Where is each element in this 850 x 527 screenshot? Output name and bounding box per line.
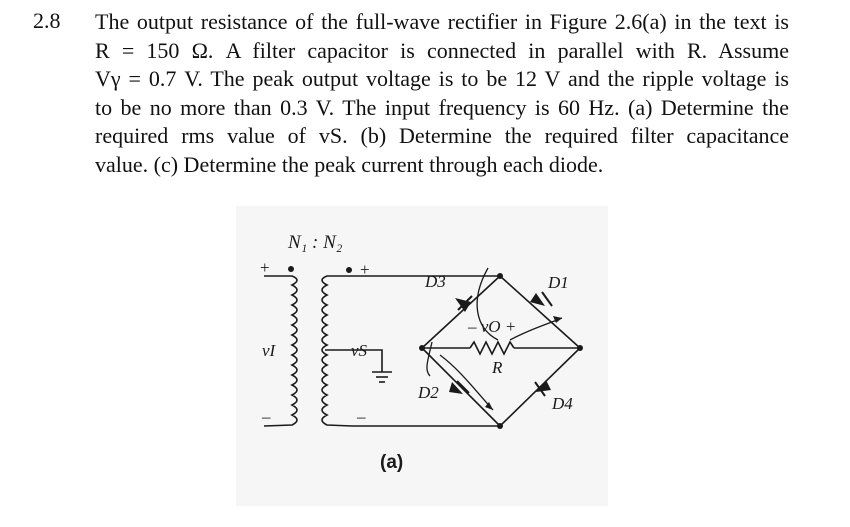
secondary-minus-label: –: [356, 407, 366, 426]
label-d3: D3: [424, 272, 446, 291]
arrow-head-1: [553, 316, 562, 323]
bridge-wiring: [352, 275, 581, 427]
secondary-plus-label: +: [360, 260, 370, 279]
arrow-head-2: [485, 402, 493, 410]
node-right: [577, 345, 583, 351]
problem-number: 2.8: [33, 8, 61, 33]
secondary-dot: [346, 267, 352, 273]
problem-line-3: Vγ = 0.7 V. The peak output voltage is t…: [95, 66, 789, 91]
primary-voltage-label: vI: [262, 341, 277, 360]
primary-winding: [263, 275, 298, 427]
figure-background: [236, 206, 608, 506]
figure-caption: (a): [380, 452, 403, 473]
node-bottom: [497, 423, 503, 429]
problem-line-5: required rms value of vS. (b) Determine …: [95, 123, 789, 148]
diode-d4-symbol: [534, 380, 551, 397]
problem-statement: The output resistance of the full-wave r…: [95, 8, 789, 179]
label-d4: D4: [551, 394, 573, 413]
output-voltage-label: – vO +: [467, 317, 516, 336]
label-d1: D1: [547, 273, 569, 292]
secondary-winding: [321, 275, 353, 427]
diode-d1-symbol: [530, 291, 553, 307]
primary-minus-label: –: [261, 407, 271, 426]
node-top: [497, 273, 503, 279]
ground-symbol: [325, 349, 392, 383]
problem-line-6: value. (c) Determine the peak current th…: [95, 151, 604, 177]
problem-line-1: The output resistance of the full-wave r…: [95, 9, 789, 34]
resistor-label: R: [491, 358, 503, 377]
diode-d3-symbol: [455, 295, 473, 312]
turns-ratio-label: N₁ : N₂: [287, 232, 343, 253]
primary-dot: [288, 266, 294, 272]
label-d2: D2: [417, 383, 439, 402]
node-left: [419, 345, 425, 351]
problem-line-4: to be no more than 0.3 V. The input freq…: [95, 94, 789, 120]
diode-d2-symbol: [449, 380, 470, 394]
problem-line-2: R = 150 Ω. A filter capacitor is connect…: [95, 37, 789, 63]
primary-plus-label: +: [260, 258, 270, 277]
